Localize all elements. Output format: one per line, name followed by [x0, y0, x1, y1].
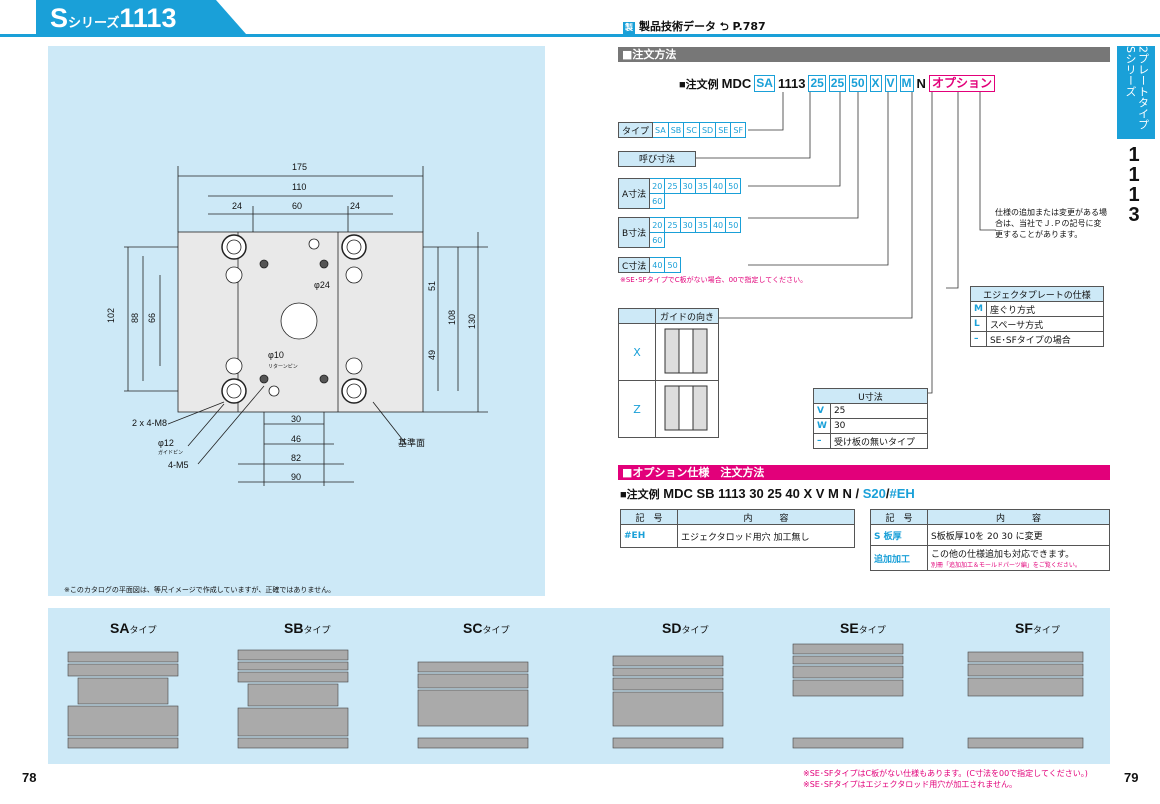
guide-table: ガイドの向き X Z: [618, 308, 719, 438]
code-nominal: 1113: [777, 76, 806, 91]
page-number-right: 79: [1124, 770, 1139, 785]
code-a: 25: [808, 75, 826, 92]
guide-z-icon: [664, 385, 708, 430]
callout-4m8: 2 x 4-M8: [132, 418, 167, 428]
c-dim-note: ※SE･SFタイプでC板がない場合、00で指定してください。: [620, 276, 808, 284]
dim-60: 60: [292, 201, 302, 211]
type-label-sf: SFタイプ: [1015, 620, 1060, 636]
order-leader-lines: [693, 92, 996, 394]
phi10-label: φ10: [268, 350, 284, 360]
footnote-2: ※SE･SFタイプはエジェクタロッド用穴が加工されません。: [803, 780, 1017, 789]
option-method-bar: ■オプション仕様 注文方法: [618, 465, 1110, 480]
dim-88: 88: [130, 313, 140, 323]
dim-66: 66: [147, 313, 157, 323]
callout-guide-pin: ガイドピン: [158, 449, 183, 456]
code-type: SA: [754, 75, 775, 92]
callout-4m5: 4-M5: [168, 460, 189, 470]
dim-24-right: 24: [350, 201, 360, 211]
dim-24-left: 24: [232, 201, 242, 211]
type-label-sc: SCタイプ: [463, 620, 510, 636]
dim-175: 175: [292, 162, 307, 172]
option-example: ■注文例 MDC SB 1113 30 25 40 X V M N / S20/…: [620, 486, 915, 501]
type-label-sa: SAタイプ: [110, 620, 157, 636]
nominal-label: 呼び寸法: [618, 151, 696, 167]
plan-drawing: 175 110 24 60 24 102 88 66 51 49 108 130…: [64, 162, 488, 594]
code-b: 25: [828, 75, 847, 92]
code-option: オプション: [928, 75, 995, 92]
order-example: ■注文例 MDC SA 1113 25 25 50 X V M N オプション: [679, 75, 995, 92]
drawing-note: ※このカタログの平面図は、等尺イメージで作成していますが、正確ではありません。: [64, 585, 335, 594]
tech-data-icon: 製: [623, 21, 635, 34]
code-c: 50: [849, 75, 867, 92]
guide-x-icon: [664, 328, 708, 373]
dim-90: 90: [291, 472, 301, 482]
callout-phi12: φ12: [158, 438, 174, 448]
order-method-bar: ■注文方法: [618, 47, 1110, 62]
dim-130: 130: [467, 314, 477, 329]
dim-102: 102: [106, 308, 116, 323]
dim-82: 82: [291, 453, 301, 463]
code-guide: X: [869, 75, 882, 92]
phi24-label: φ24: [314, 280, 330, 290]
series-header-tab: [36, 0, 246, 34]
dim-46: 46: [291, 434, 301, 444]
order-prefix: MDC: [721, 76, 752, 91]
tech-data-reference[interactable]: 製 製品技術データ ⮌ P.787: [623, 18, 766, 37]
datum-label: 基準面: [398, 437, 425, 448]
type-section-drawings: [67, 643, 1084, 749]
dim-51: 51: [427, 281, 437, 291]
dim-108: 108: [447, 310, 457, 325]
type-sections-panel: [48, 608, 1110, 764]
code-ejector: M: [899, 75, 914, 92]
type-label-se: SEタイプ: [840, 620, 886, 636]
jp-note: 仕様の追加または変更がある場合は、当社でＪ.Ｐの記号に変更することがあります。: [995, 208, 1107, 239]
footnote-1: ※SE･SFタイプはC板がない仕様もあります。(C寸法を00で指定してください。…: [803, 769, 1088, 778]
dim-110: 110: [292, 182, 306, 192]
dim-49: 49: [427, 350, 437, 360]
page-number-left: 78: [22, 770, 37, 785]
return-pin-label: リターンピン: [268, 363, 298, 370]
header-rule: [0, 34, 1160, 37]
type-table: タイプ SA SB SC SD SE SF: [617, 122, 747, 138]
type-label-sb: SBタイプ: [284, 620, 331, 636]
series-title: Sシリーズ1113: [50, 3, 177, 33]
type-label-sd: SDタイプ: [662, 620, 709, 636]
code-n: N: [916, 76, 926, 91]
code-u: V: [884, 75, 897, 92]
dim-30: 30: [291, 414, 301, 424]
c-dim-table: C寸法 40 50: [617, 257, 681, 273]
tech-data-link[interactable]: 製品技術データ ⮌ P.787: [639, 20, 766, 33]
side-index-tab[interactable]: 2プレートタイプ Sシリーズ: [1117, 46, 1155, 139]
